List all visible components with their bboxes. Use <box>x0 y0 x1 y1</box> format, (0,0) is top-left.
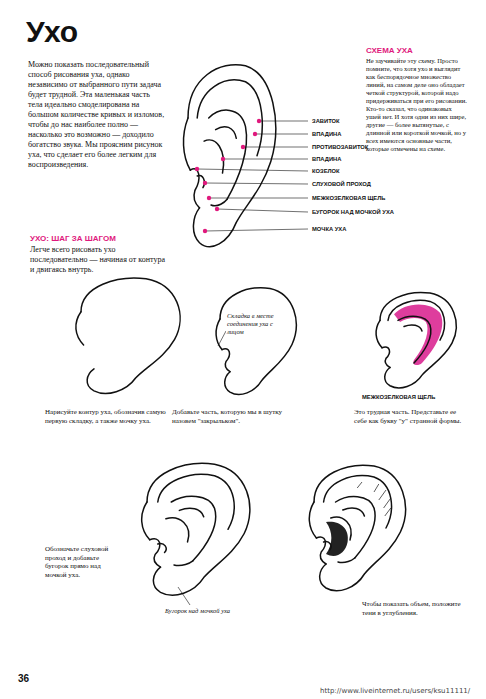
leader-dot <box>215 207 219 211</box>
antitragus-line <box>338 558 355 563</box>
leader-line <box>205 229 308 231</box>
helix-line <box>147 463 250 595</box>
part-label: МОЧКА УХА <box>312 226 346 233</box>
antitragus-line <box>211 199 227 206</box>
leader-dot <box>253 132 257 136</box>
helix-inner-line <box>324 476 392 528</box>
ear-step-2 <box>216 288 296 395</box>
tragus-line <box>190 169 199 208</box>
antihelix-line <box>336 497 375 558</box>
leader-line <box>205 183 308 184</box>
tragus-line <box>222 349 230 372</box>
leader-line <box>209 198 308 199</box>
antihelix-line <box>209 110 247 199</box>
ear-diagram <box>183 65 275 247</box>
face-fold-line <box>376 320 382 347</box>
leader-line <box>259 121 308 122</box>
part-label: ЗАВИТОК <box>312 118 340 125</box>
ear-step-5 <box>309 465 405 590</box>
helix-line <box>220 288 296 395</box>
leader-dot <box>257 119 261 123</box>
leader-line <box>255 134 308 135</box>
helix-inner-line <box>388 300 445 340</box>
concha-line <box>204 140 223 173</box>
leader-dot <box>203 181 207 185</box>
part-label: ВПАДИНА <box>312 131 341 138</box>
face-fold-line <box>142 502 150 540</box>
canal-line <box>197 175 204 187</box>
antihelix-branch-line <box>216 127 237 139</box>
ear-step-3 <box>376 292 456 387</box>
face-fold-line <box>216 319 222 350</box>
leader-line <box>223 159 308 160</box>
helix-line <box>81 278 180 393</box>
step-caption: Нарисуйте контур уха, обозначив самую пе… <box>45 408 185 425</box>
helix-line <box>188 65 276 247</box>
face-fold-line <box>309 502 316 538</box>
annotation: Бугорок над мочкой уха <box>164 607 250 615</box>
watermark: http://www.liveinternet.ru/users/ksu1111… <box>320 687 470 696</box>
highlight-region <box>394 304 442 365</box>
antihelix-line <box>171 496 215 560</box>
part-label: ВПАДИНА <box>312 156 341 163</box>
canal-line <box>324 542 331 550</box>
face-fold-line <box>183 118 190 170</box>
face-fold-line <box>76 312 84 345</box>
antihelix-branch-line <box>404 325 422 331</box>
tragus-line <box>382 347 390 367</box>
part-label: БУГОРОК НАД МОЧКОЙ УХА <box>312 209 394 216</box>
step-caption: Обозначьте слуховой проход и добавьте бу… <box>45 545 117 579</box>
antihelix-branch-line <box>179 508 203 516</box>
canal-line <box>158 544 166 553</box>
ear-step-4 <box>142 463 250 595</box>
leader-line <box>197 169 308 171</box>
leader-line <box>178 587 190 605</box>
leader-dot <box>221 157 225 161</box>
diagram-leaders <box>195 119 308 233</box>
step-caption: Чтобы показать объем, положите тени в уг… <box>362 600 462 617</box>
helix-line <box>380 292 456 387</box>
step-caption: Добавьте часть, которую мы в шутку назов… <box>172 408 304 425</box>
ear-step-1 <box>76 278 180 393</box>
intro-text: Легче всего рисовать ухо последовательно… <box>30 245 165 275</box>
step-caption: Это трудная часть. Представьте ее себе к… <box>354 408 462 425</box>
intro-text: Можно показать последовательный способ р… <box>28 60 165 170</box>
leader-dot <box>203 229 207 233</box>
helix-line <box>314 465 405 590</box>
part-label: СЛУХОВОЙ ПРОХОД <box>312 181 371 188</box>
helix-inner-line <box>197 80 262 156</box>
part-label: МЕЖКОЗЕЛКОВАЯ ЩЕЛЬ <box>362 394 435 401</box>
antihelix-branch-line <box>343 508 365 516</box>
page-title: Ухо <box>26 16 78 48</box>
note-text: Не заучивайте эту схему. Просто помните,… <box>366 57 468 153</box>
helix-inner-line <box>158 474 234 529</box>
shadow-fill <box>326 522 348 556</box>
annotation: Складка в месте соединения уха с лицом <box>226 312 290 336</box>
section-heading: СХЕМА УХА <box>366 46 413 56</box>
part-label: КОЗЕЛОК <box>312 168 340 175</box>
leader-line <box>218 331 226 346</box>
part-label: МЕЖКОЗЕЛКОВАЯ ЩЕЛЬ <box>312 195 385 202</box>
leader-dot <box>241 145 245 149</box>
concha-line <box>166 518 189 542</box>
concha-line <box>331 517 351 540</box>
leader-dot <box>195 167 199 171</box>
section-heading: УХО: ШАГ ЗА ШАГОМ <box>30 234 116 244</box>
page-number: 36 <box>18 673 29 685</box>
antihelix-line <box>398 316 431 363</box>
antitragus-line <box>174 561 193 566</box>
leader-line <box>217 209 308 212</box>
part-label: ПРОТИВОЗАВИТОК <box>312 144 368 151</box>
leader-dot <box>207 196 211 200</box>
leader-line <box>243 147 308 148</box>
